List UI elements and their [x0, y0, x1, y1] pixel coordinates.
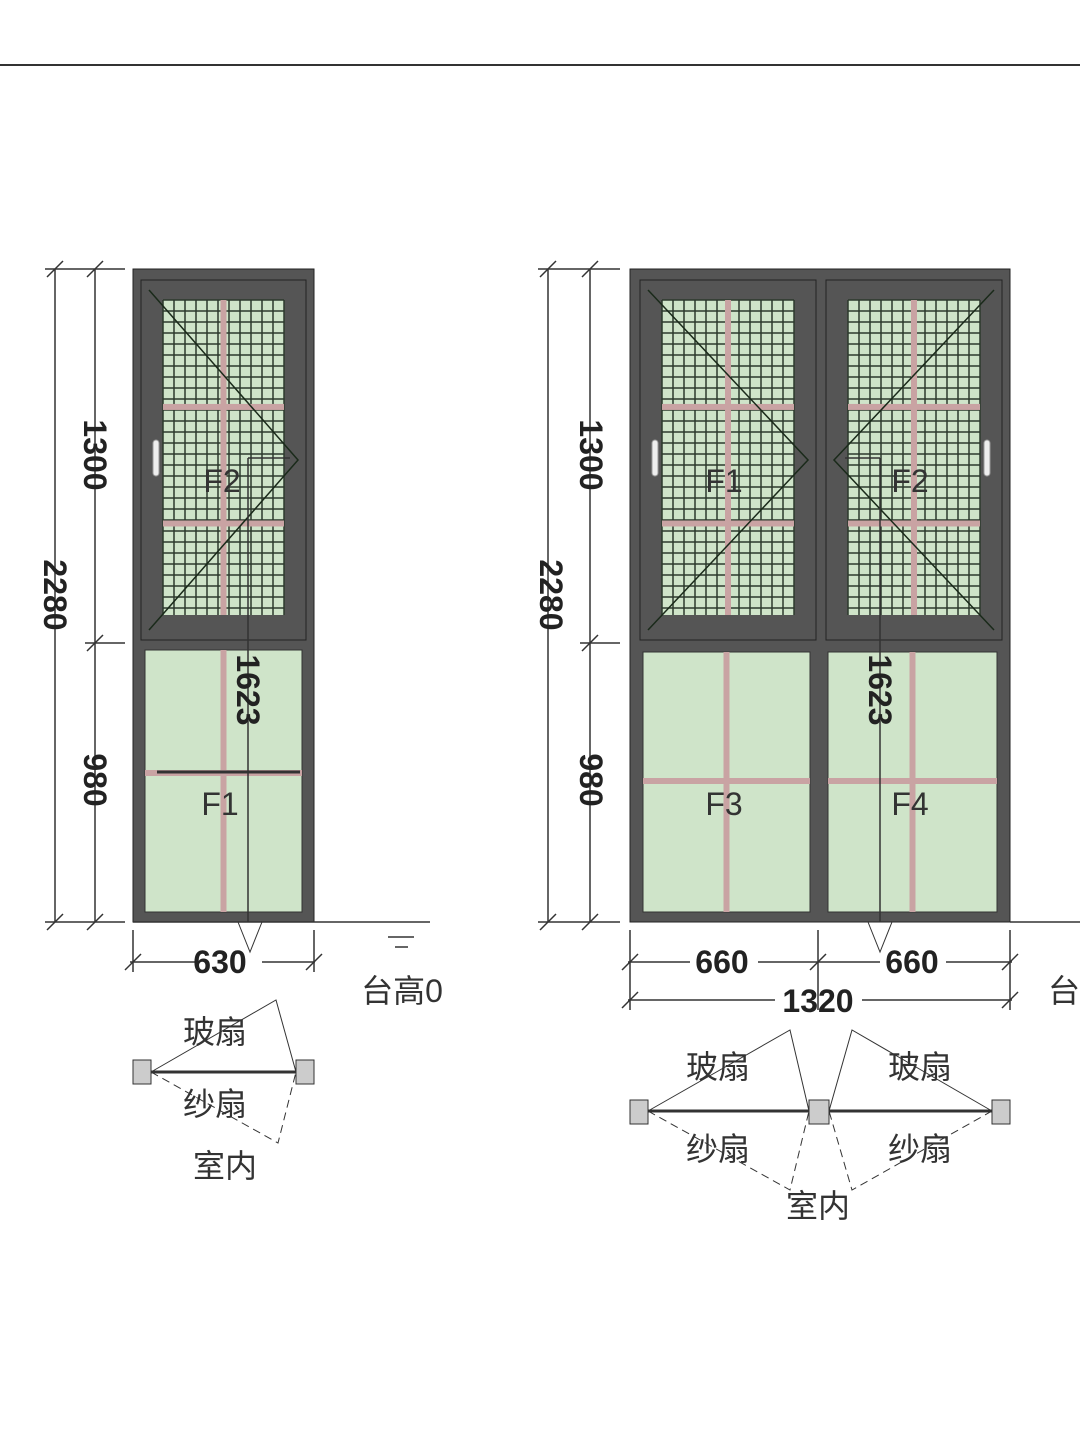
right-plan-glass-sash-left: 玻扇 — [686, 1048, 750, 1086]
left-plan-screen-sash: 纱扇 — [183, 1085, 247, 1123]
right-plan-glass-swing — [647, 1029, 810, 1112]
right-plan-indoor: 室内 — [786, 1187, 850, 1225]
right-dim-width-right: 660 — [885, 944, 938, 980]
dimension-tick — [581, 913, 599, 931]
right-upper-right-grille-horizontal — [848, 403, 980, 410]
left-plan-jamb — [295, 1059, 315, 1085]
left-sash-label-f2: F2 — [203, 463, 240, 499]
dimension-tick — [539, 913, 557, 931]
left-plan-screen-swing — [150, 1071, 297, 1144]
right-upper-left-grille-horizontal — [662, 520, 794, 527]
left-plan-glass-swing — [150, 999, 297, 1073]
right-plan-screen-swing — [647, 1110, 810, 1191]
dimension-tick — [86, 913, 104, 931]
dimension-tick — [621, 991, 639, 1009]
window-geometry — [45, 260, 1080, 1191]
dimension-tick — [1001, 991, 1019, 1009]
right-dim-width-left: 660 — [695, 944, 748, 980]
left-dim-upper: 1300 — [77, 419, 113, 490]
right-upper-right-opening-indicator — [832, 289, 995, 631]
right-sill-marker — [867, 921, 893, 954]
right-upper-left-opening-indicator — [647, 289, 810, 631]
right-plan-screen-sash-left: 纱扇 — [686, 1130, 750, 1168]
dimension-tick — [581, 634, 599, 652]
left-grille-vertical — [220, 650, 227, 912]
dimension-tick — [621, 953, 639, 971]
dimension-tick — [809, 953, 827, 971]
right-upper-right-grille-horizontal — [848, 520, 980, 527]
right-plan-jamb — [629, 1099, 649, 1125]
dimension-tick — [86, 260, 104, 278]
left-dim-width: 630 — [193, 944, 246, 980]
right-dim-handle: 1623 — [862, 654, 898, 725]
dimension-tick — [86, 634, 104, 652]
right-left-grille-horizontal — [643, 778, 810, 784]
right-sash-label-f2: F2 — [891, 463, 928, 499]
left-sill-marker — [237, 921, 263, 954]
left-upper-grille-horizontal — [163, 403, 284, 410]
dimension-tick — [581, 260, 599, 278]
right-sash-label-f4: F4 — [891, 786, 928, 822]
left-upper-opening-indicator — [148, 289, 299, 631]
right-dim-total: 2280 — [533, 559, 569, 630]
dimension-tick — [305, 953, 323, 971]
right-upper-right-grille-vertical — [911, 300, 917, 615]
left-sill-height: 台高0 — [361, 973, 443, 1009]
dimension-tick — [46, 260, 64, 278]
right-dim-width-total: 1320 — [782, 983, 853, 1019]
right-plan-jamb — [991, 1099, 1011, 1125]
left-plan-indoor: 室内 — [193, 1147, 257, 1185]
left-plan-jamb — [132, 1059, 152, 1085]
left-upper-grille-vertical — [220, 300, 227, 615]
right-dim-lower: 980 — [573, 753, 609, 806]
handle-icon — [651, 439, 659, 477]
dimension-tick — [46, 913, 64, 931]
right-sill-height: 台 — [1048, 973, 1080, 1009]
right-plan-screen-sash-right: 纱扇 — [888, 1130, 952, 1168]
dimension-tick — [539, 260, 557, 278]
left-sash-label-f1: F1 — [201, 786, 238, 822]
dimension-tick — [1001, 953, 1019, 971]
left-dim-total: 2280 — [37, 559, 73, 630]
right-right-grille-horizontal — [828, 778, 997, 784]
left-plan-glass-sash: 玻扇 — [183, 1013, 247, 1051]
right-upper-left-grille-horizontal — [662, 403, 794, 410]
dimension-tick — [124, 953, 142, 971]
handle-icon — [152, 439, 160, 477]
right-dim-upper: 1300 — [573, 419, 609, 490]
left-dim-handle: 1623 — [230, 654, 266, 725]
right-sash-label-f3: F3 — [705, 786, 742, 822]
handle-icon — [983, 439, 991, 477]
left-dim-lower: 980 — [77, 753, 113, 806]
right-plan-mullion — [808, 1099, 830, 1125]
right-plan-screen-swing — [828, 1110, 993, 1191]
right-sash-label-f1: F1 — [705, 463, 742, 499]
left-upper-grille-horizontal — [163, 520, 284, 527]
right-plan-glass-swing — [828, 1029, 993, 1112]
right-plan-glass-sash-right: 玻扇 — [888, 1048, 952, 1086]
right-upper-left-grille-vertical — [725, 300, 731, 615]
